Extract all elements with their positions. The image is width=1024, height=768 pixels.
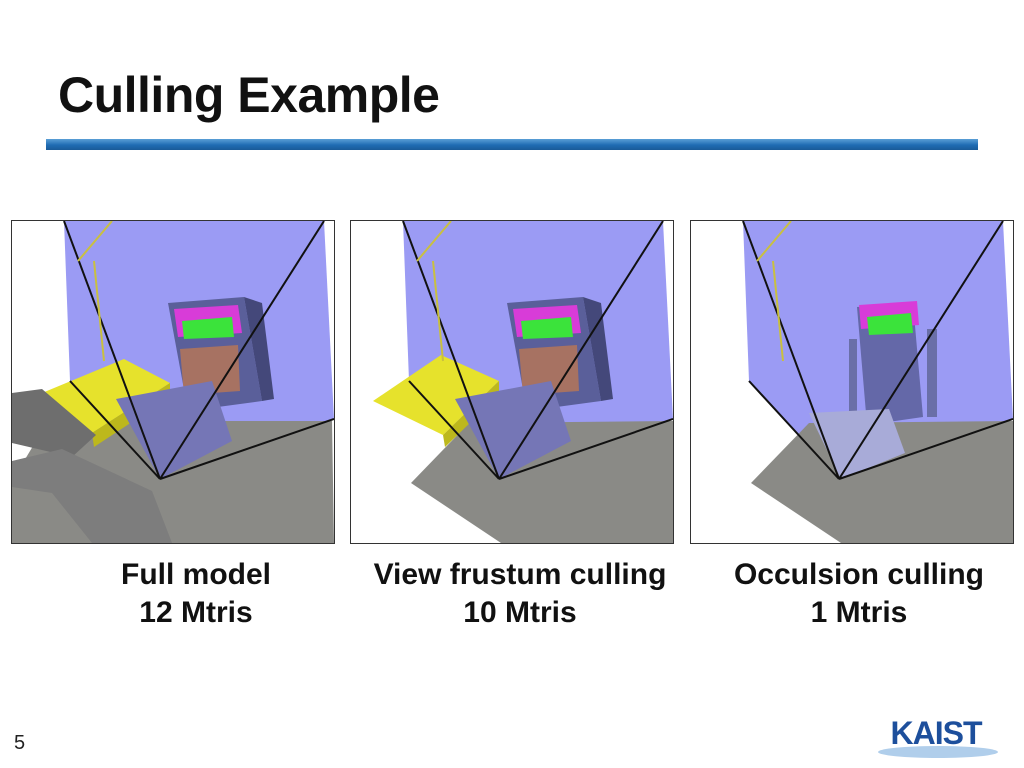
caption-triangle-count: 1 Mtris (810, 596, 908, 629)
caption-triangle-count: 12 Mtris (139, 596, 253, 629)
logo-text: KAIST (891, 715, 983, 751)
caption-triangle-count: 10 Mtris (463, 596, 577, 629)
caption-occlusion-culling: Occulsion culling 1 Mtris (704, 556, 1014, 632)
caption-label: Full model (121, 558, 271, 591)
caption-label: Occulsion culling (733, 558, 985, 591)
caption-full-model: Full model 12 Mtris (46, 556, 346, 632)
slide-title: Culling Example (58, 67, 440, 123)
full-model-image (11, 220, 335, 544)
view-frustum-culling-image (350, 220, 674, 544)
caption-label: View frustum culling (373, 558, 667, 591)
title-rule (46, 139, 978, 150)
page-number: 5 (14, 732, 26, 754)
caption-view-frustum-culling: View frustum culling 10 Mtris (350, 556, 690, 632)
occlusion-culling-image (690, 220, 1014, 544)
kaist-logo: KAIST (872, 712, 1002, 762)
